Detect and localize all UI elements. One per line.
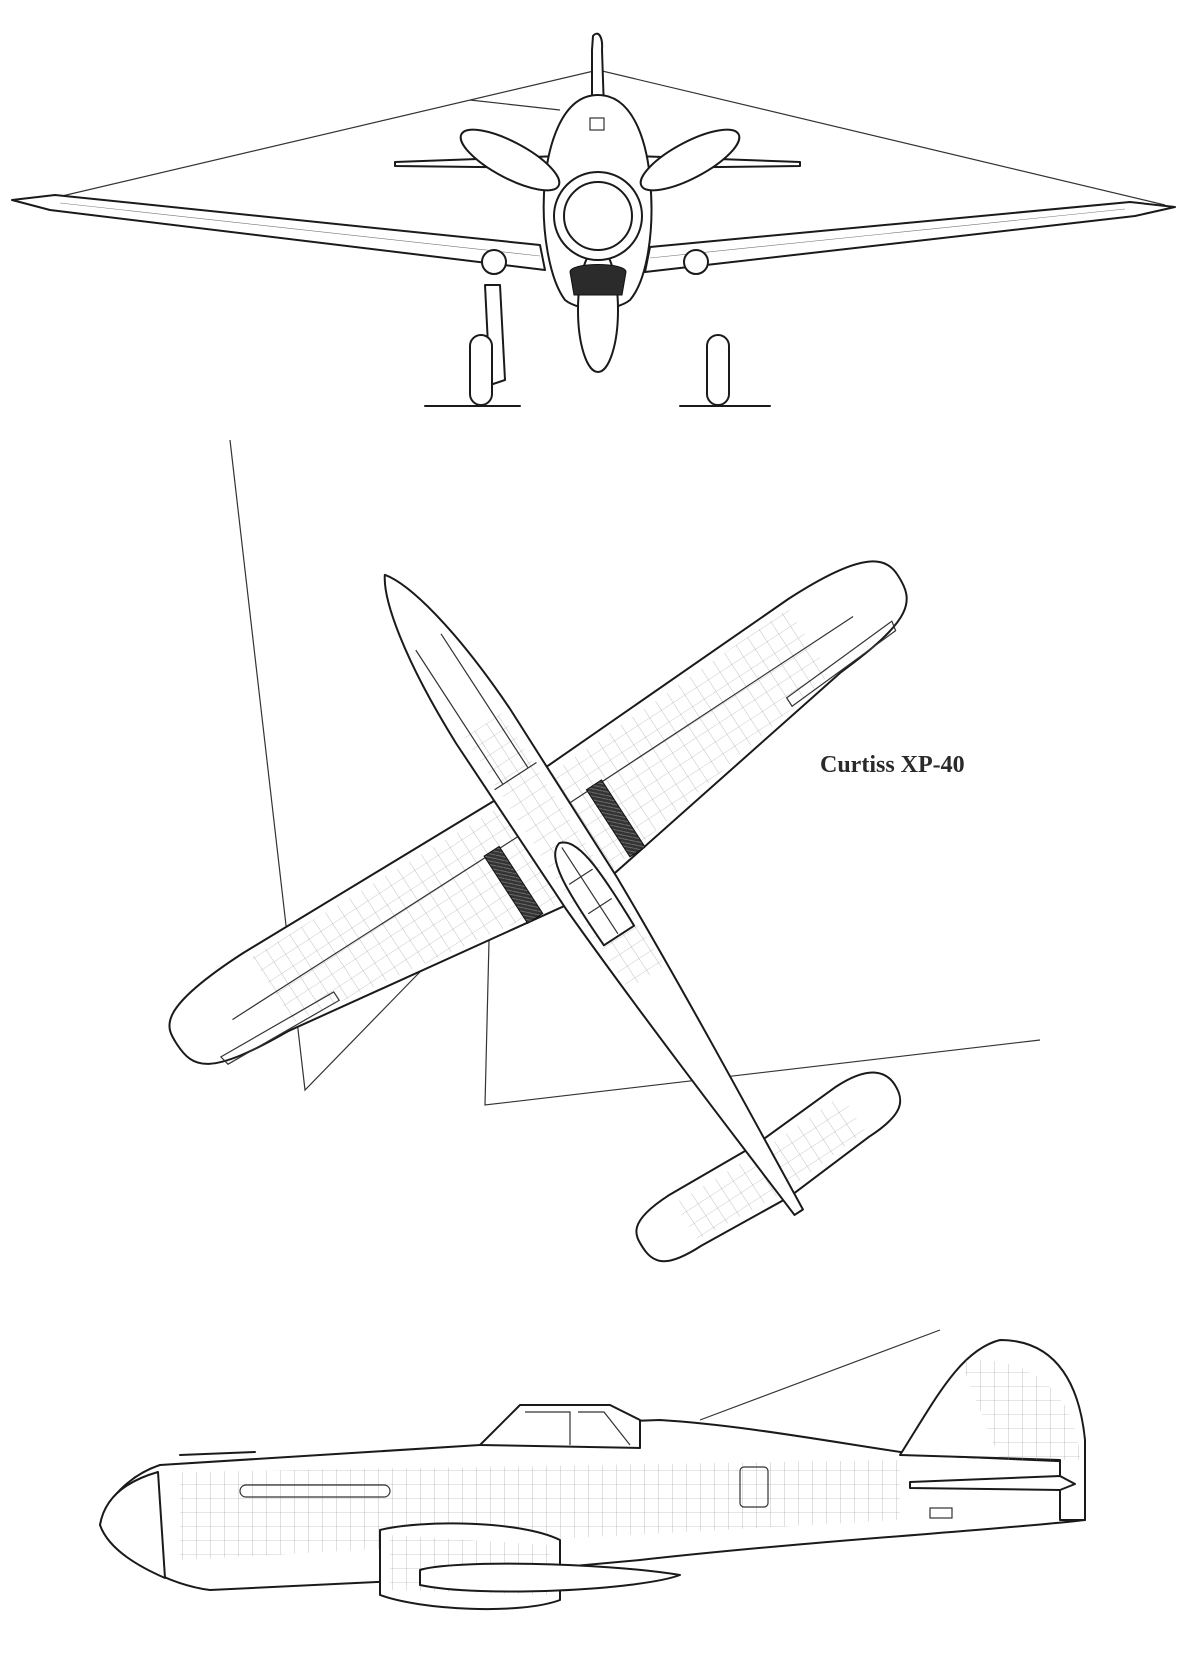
side-view-hatch — [739, 1466, 769, 1508]
side-view-gun-barrel — [179, 1451, 256, 1456]
side-view-panel — [929, 1507, 953, 1519]
plan-view-right-aileron — [785, 620, 897, 708]
plan-view-wing-panel-line — [232, 616, 854, 1021]
side-view-antenna-wire — [699, 1329, 941, 1421]
side-view-stabilizer — [909, 1475, 1076, 1491]
side-view-exhaust-stacks — [239, 1484, 391, 1498]
propeller-blade — [639, 128, 741, 192]
side-view-rudder-grid — [960, 1359, 1080, 1460]
plan-view-left-walkway — [483, 845, 544, 924]
plan-view-airframe — [168, 560, 908, 1263]
plan-view-canopy-frames — [561, 847, 619, 935]
side-view-spinner — [99, 1471, 166, 1579]
front-view-rigging-line — [469, 99, 561, 111]
front-view-right-wing — [644, 201, 1176, 273]
front-view-spinner — [563, 181, 633, 251]
plan-view — [168, 439, 1041, 1263]
front-view-gear-fairing — [481, 249, 507, 275]
front-view-radiator-intake — [569, 264, 627, 296]
side-view — [99, 1329, 1086, 1611]
front-view-wing-detail — [59, 202, 1126, 259]
front-view-landing-gear — [424, 249, 771, 407]
side-view-radiator-scoop — [419, 1562, 681, 1593]
plan-view-fuselage-panel-lines — [415, 633, 537, 791]
front-view-wheel — [469, 334, 493, 406]
drawing-title: Curtiss XP-40 — [820, 752, 965, 778]
front-view-left-wing — [11, 194, 546, 271]
side-view-canopy-frames — [525, 1411, 631, 1446]
front-view — [11, 32, 1176, 407]
side-view-canopy — [479, 1404, 641, 1449]
front-view-canopy-window — [589, 117, 605, 131]
propeller-blade — [459, 128, 561, 192]
plan-view-left-tailplane-grid — [674, 1154, 781, 1240]
plan-view-left-aileron — [219, 991, 341, 1065]
plan-view-right-walkway — [585, 779, 646, 858]
front-view-gear-fairing — [683, 249, 709, 275]
front-view-wheel — [706, 334, 730, 406]
plan-view-right-tailplane-grid — [763, 1094, 866, 1189]
